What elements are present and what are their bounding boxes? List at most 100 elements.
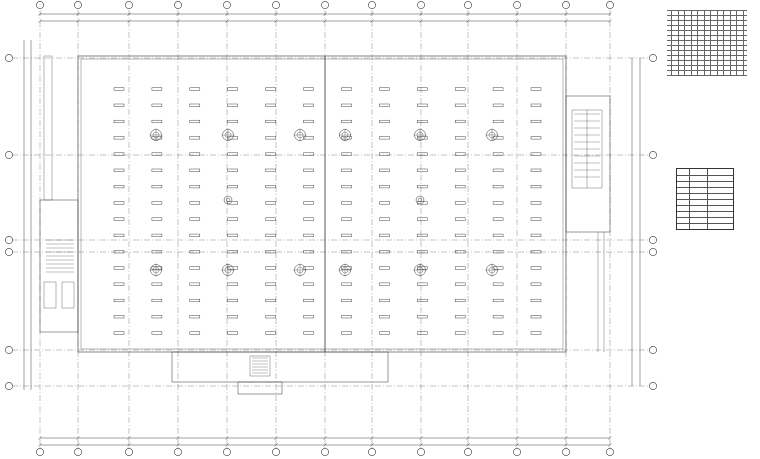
skylight: [227, 266, 238, 270]
dimension-tick: [419, 436, 423, 440]
skylight: [454, 201, 466, 205]
dimension-tick: [370, 436, 374, 440]
skylight: [189, 185, 201, 189]
notes-column-rule: [736, 10, 737, 75]
stairs-and-annexes: [39, 55, 611, 395]
skylight: [454, 315, 466, 319]
skylight: [303, 282, 314, 286]
skylight: [341, 201, 352, 205]
stair-flight: [61, 281, 75, 309]
skylight: [379, 136, 390, 140]
axis-bubble: [125, 1, 133, 9]
skylight: [530, 168, 542, 172]
dimension-tick: [274, 443, 278, 447]
skylight: [379, 168, 390, 172]
skylight: [492, 250, 504, 254]
skylight: [379, 266, 390, 270]
skylight: [113, 103, 125, 107]
axis-bubble: [223, 448, 231, 456]
stair-core: [249, 355, 271, 377]
axis-bubble: [606, 448, 614, 456]
skylight: [492, 298, 504, 303]
skylight: [227, 282, 238, 286]
legend-row-rule: [677, 217, 733, 218]
dimension-tick: [564, 443, 568, 447]
skylight: [530, 201, 542, 205]
skylight: [189, 217, 201, 221]
skylight: [492, 217, 504, 221]
legend-column-rule: [689, 169, 690, 229]
axis-bubble: [321, 448, 329, 456]
skylight: [151, 331, 163, 335]
skylight: [151, 315, 163, 319]
skylight: [265, 266, 276, 270]
skylight: [341, 136, 352, 140]
axis-bubble: [174, 448, 182, 456]
skylight: [113, 315, 125, 319]
axis-bubble: [464, 448, 472, 456]
notes-line: [667, 70, 747, 71]
notes-line: [667, 45, 747, 46]
skylight: [303, 331, 314, 335]
notes-line: [667, 15, 747, 16]
bottom-entrance: [171, 351, 389, 383]
axis-bubble: [321, 1, 329, 9]
skylight: [454, 233, 466, 237]
skylight: [341, 266, 352, 270]
notes-line: [667, 65, 747, 66]
skylight: [151, 103, 163, 107]
skylight: [265, 217, 276, 221]
axis-bubble: [649, 236, 657, 244]
notes-column-rule: [716, 10, 718, 75]
skylight: [379, 152, 390, 156]
axis-bubble: [649, 54, 657, 62]
stair-flight: [43, 281, 57, 309]
skylight: [341, 168, 352, 172]
skylight: [113, 298, 125, 303]
skylight: [417, 217, 428, 221]
skylight: [492, 266, 504, 270]
notes-column-rule: [710, 10, 711, 75]
skylight: [113, 201, 125, 205]
roof-vent-inner: [225, 197, 231, 203]
axis-bubble: [36, 1, 44, 9]
skylight: [113, 185, 125, 189]
axis-bubble: [417, 448, 425, 456]
skylight: [113, 266, 125, 270]
skylight: [189, 233, 201, 237]
axis-bubble: [223, 1, 231, 9]
skylight: [417, 87, 428, 91]
skylight: [530, 87, 542, 91]
skylight: [227, 331, 238, 335]
dimension-tick: [176, 443, 180, 447]
skylight: [417, 136, 428, 140]
skylight: [379, 250, 390, 254]
drawing-notes: [667, 10, 747, 80]
skylight: [151, 233, 163, 237]
skylight: [189, 315, 201, 319]
axis-bubble: [5, 151, 13, 159]
skylight: [189, 266, 201, 270]
roof-vent: [223, 195, 233, 205]
notes-column-rule: [684, 10, 685, 75]
skylight: [189, 103, 201, 107]
dimension-tick: [323, 436, 327, 440]
notes-line: [667, 25, 747, 26]
skylight: [189, 87, 201, 91]
skylight: [417, 233, 428, 237]
skylight: [151, 119, 163, 124]
skylight: [265, 201, 276, 205]
skylight: [492, 282, 504, 286]
axis-bubble: [125, 448, 133, 456]
notes-column-rule: [671, 10, 672, 75]
skylight: [454, 185, 466, 189]
skylight: [265, 233, 276, 237]
skylight: [265, 119, 276, 124]
skylight: [303, 168, 314, 172]
skylight: [341, 103, 352, 107]
skylight: [265, 185, 276, 189]
skylight: [530, 250, 542, 254]
skylight: [530, 331, 542, 335]
skylight: [113, 152, 125, 156]
skylight: [227, 185, 238, 189]
